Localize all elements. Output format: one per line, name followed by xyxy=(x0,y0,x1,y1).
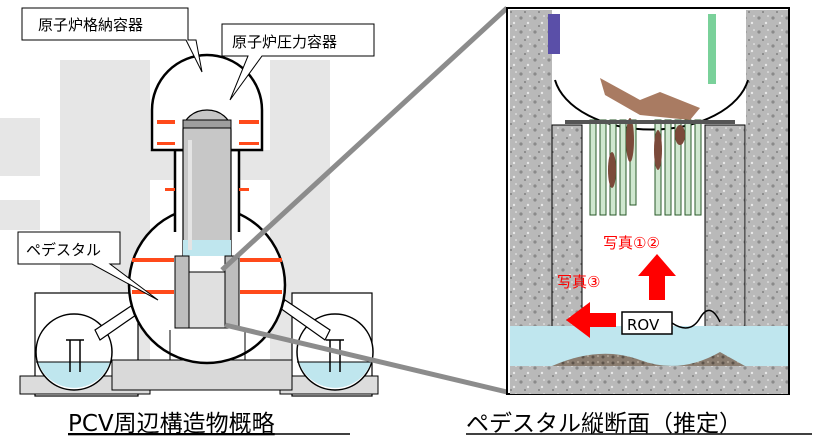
pedestal-cross-section xyxy=(506,7,790,395)
label-photo-3: 写真③ xyxy=(557,273,600,291)
callout-pressure-vessel: 原子炉圧力容器 xyxy=(221,23,375,101)
heater-bands xyxy=(132,120,282,294)
label-rov: ROV xyxy=(627,316,660,334)
pedestal-left-view xyxy=(169,255,246,360)
callout-pedestal: ペデスタル xyxy=(17,231,159,301)
label-containment-vessel: 原子炉格納容器 xyxy=(38,16,143,34)
caption-right: ペデスタル縦断面（推定） xyxy=(466,411,742,437)
pressure-vessel xyxy=(182,109,232,256)
red-arrow-left xyxy=(566,302,616,338)
label-pressure-vessel: 原子炉圧力容器 xyxy=(232,33,337,51)
label-pedestal: ペデスタル xyxy=(26,241,101,259)
zoom-connector xyxy=(220,6,509,395)
caption-left: PCV周辺構造物概略 xyxy=(68,411,275,437)
callout-containment-vessel: 原子炉格納容器 xyxy=(21,7,203,73)
label-photo-1-2: 写真①② xyxy=(603,234,660,252)
base-slab xyxy=(111,359,293,391)
debris-deposits xyxy=(600,78,700,188)
red-arrow-up xyxy=(638,254,676,300)
rov-device: ROV xyxy=(621,309,721,335)
